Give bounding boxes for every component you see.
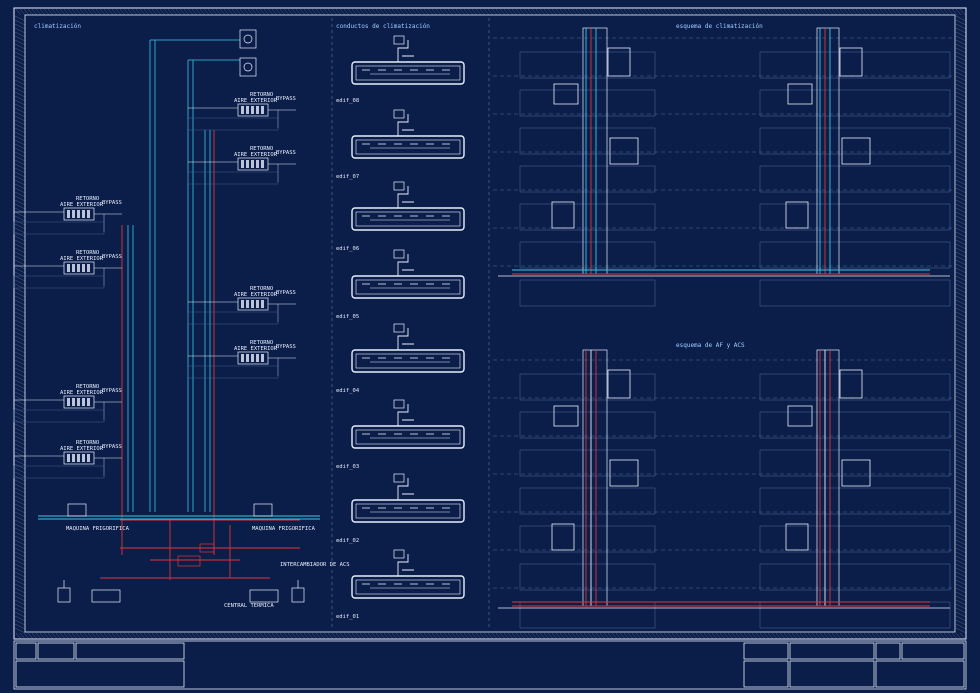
sheet-frame bbox=[13, 7, 967, 640]
title-esquema-af-acs: esquema de AF y ACS bbox=[676, 342, 745, 349]
label-aire-exterior: AIRE EXTERIOR bbox=[234, 98, 278, 104]
label-edif_02: edif_02 bbox=[336, 538, 359, 544]
label-edif_07: edif_07 bbox=[336, 174, 359, 180]
esquema-climatizacion bbox=[493, 27, 952, 307]
label-aire-exterior: AIRE EXTERIOR bbox=[234, 292, 278, 298]
label-retorno: RETORNO bbox=[76, 196, 99, 202]
label-bypass: BYPASS bbox=[276, 150, 296, 156]
label-bypass: BYPASS bbox=[102, 200, 122, 206]
label-retorno: RETORNO bbox=[250, 92, 273, 98]
label-bypass: BYPASS bbox=[276, 290, 296, 296]
label-intercambiador: INTERCAMBIADOR DE ACS bbox=[280, 562, 350, 568]
label-central-termica: CENTRAL TERMICA bbox=[224, 603, 274, 609]
label-edif_03: edif_03 bbox=[336, 464, 359, 470]
title-climatizacion: climatización bbox=[34, 23, 81, 30]
duct-plan-edif_01: edif_01 bbox=[336, 549, 465, 620]
esquema-af-acs bbox=[493, 349, 952, 629]
label-aire-exterior: AIRE EXTERIOR bbox=[234, 152, 278, 158]
frame-hatch bbox=[14, 8, 967, 640]
central-termica-equipment bbox=[57, 543, 305, 603]
label-bypass: BYPASS bbox=[276, 96, 296, 102]
label-maquina-frigorifica-2: MAQUINA FRIGORIFICA bbox=[252, 526, 316, 532]
title-block bbox=[13, 640, 967, 690]
label-edif_01: edif_01 bbox=[336, 614, 359, 620]
label-bypass: BYPASS bbox=[102, 444, 122, 450]
label-bypass: BYPASS bbox=[102, 388, 122, 394]
label-retorno: RETORNO bbox=[76, 440, 99, 446]
label-edif_05: edif_05 bbox=[336, 314, 359, 320]
label-edif_04: edif_04 bbox=[336, 388, 360, 394]
label-edif_06: edif_06 bbox=[336, 246, 359, 252]
duct-plan-edif_07: edif_07 bbox=[336, 109, 465, 180]
label-edif_08: edif_08 bbox=[336, 98, 359, 104]
title-esquema-clima: esquema de climatización bbox=[676, 23, 763, 30]
label-bypass: BYPASS bbox=[102, 254, 122, 260]
label-maquina-frigorifica-1: MAQUINA FRIGORIFICA bbox=[66, 526, 130, 532]
label-aire-exterior: AIRE EXTERIOR bbox=[60, 390, 104, 396]
label-aire-exterior: AIRE EXTERIOR bbox=[234, 346, 278, 352]
label-retorno: RETORNO bbox=[76, 384, 99, 390]
label-retorno: RETORNO bbox=[76, 250, 99, 256]
duct-plan-edif_04: edif_04 bbox=[336, 323, 465, 394]
duct-plan-edif_02: edif_02 bbox=[336, 473, 465, 544]
duct-plans: edif_08 edif_07 edif_06 edif_05 edif_04 edif_… bbox=[336, 35, 465, 620]
label-aire-exterior: AIRE EXTERIOR bbox=[60, 256, 104, 262]
title-conductos: conductos de climatización bbox=[336, 23, 430, 30]
label-aire-exterior: AIRE EXTERIOR bbox=[60, 446, 104, 452]
maquina-frigorifica-units bbox=[67, 503, 273, 517]
label-retorno: RETORNO bbox=[250, 286, 273, 292]
duct-plan-edif_06: edif_06 bbox=[336, 181, 465, 252]
label-retorno: RETORNO bbox=[250, 340, 273, 346]
label-aire-exterior: AIRE EXTERIOR bbox=[60, 202, 104, 208]
label-bypass: BYPASS bbox=[276, 344, 296, 350]
duct-plan-edif_03: edif_03 bbox=[336, 399, 465, 470]
duct-plan-edif_08: edif_08 bbox=[336, 35, 465, 104]
duct-plan-edif_05: edif_05 bbox=[336, 249, 465, 320]
label-retorno: RETORNO bbox=[250, 146, 273, 152]
elevation-schemes bbox=[493, 27, 952, 629]
